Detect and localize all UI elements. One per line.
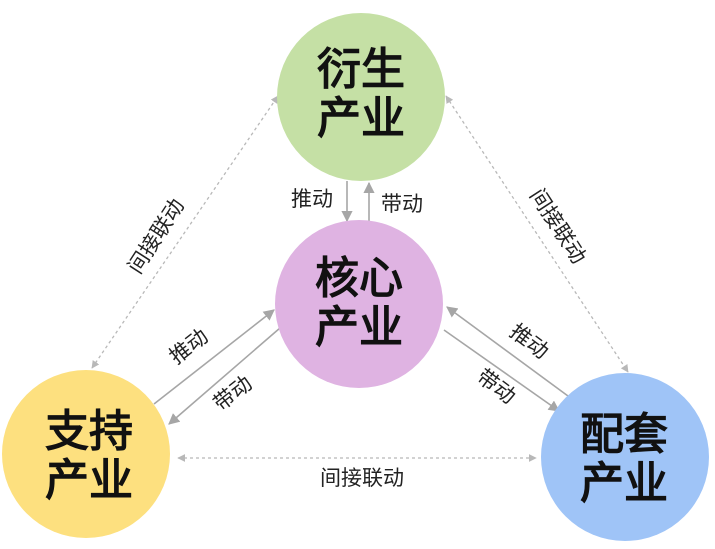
- drive-arrow-core-to-supporting: [443, 329, 560, 412]
- edge-label-support-derivative-indirect: 间接联动: [123, 194, 189, 278]
- derivative-industry-circle: [277, 13, 445, 181]
- edge-label-core-support-drive: 带动: [209, 371, 257, 416]
- derivative-industry-label-line2: 产业: [317, 93, 405, 144]
- core-industry-label-line2: 产业: [315, 302, 403, 353]
- support-industry-circle: [2, 370, 170, 538]
- edge-label-support-supporting-indirect: 间接联动: [320, 466, 404, 490]
- push-arrow-supporting-to-core: [446, 306, 569, 397]
- push-arrow-support-to-core: [153, 309, 275, 405]
- edge-label-derivative-core-push: 推动: [291, 187, 333, 211]
- indirect-link-derivative-supporting: [445, 95, 629, 373]
- core-industry-circle: [275, 220, 443, 388]
- support-industry-label-line2: 产业: [45, 455, 133, 506]
- supporting-industry-label-line1: 配套: [580, 409, 668, 460]
- support-industry-label-line1: 支持: [45, 406, 133, 457]
- edge-label-support-core-push: 推动: [165, 324, 213, 369]
- edge-label-core-derivative-drive: 带动: [381, 192, 423, 216]
- supporting-industry-circle: [541, 373, 709, 541]
- edge-label-core-supporting-drive: 带动: [472, 364, 520, 408]
- indirect-link-support-derivative: [91, 95, 279, 369]
- drive-arrow-core-to-support: [168, 327, 281, 425]
- edge-label-supporting-core-push: 推动: [505, 319, 553, 363]
- core-industry-label-line1: 核心: [315, 253, 403, 304]
- derivative-industry-label-line1: 衍生: [317, 44, 405, 95]
- supporting-industry-label-line2: 产业: [580, 458, 668, 509]
- edge-label-derivative-supporting-indirect: 间接联动: [525, 184, 591, 268]
